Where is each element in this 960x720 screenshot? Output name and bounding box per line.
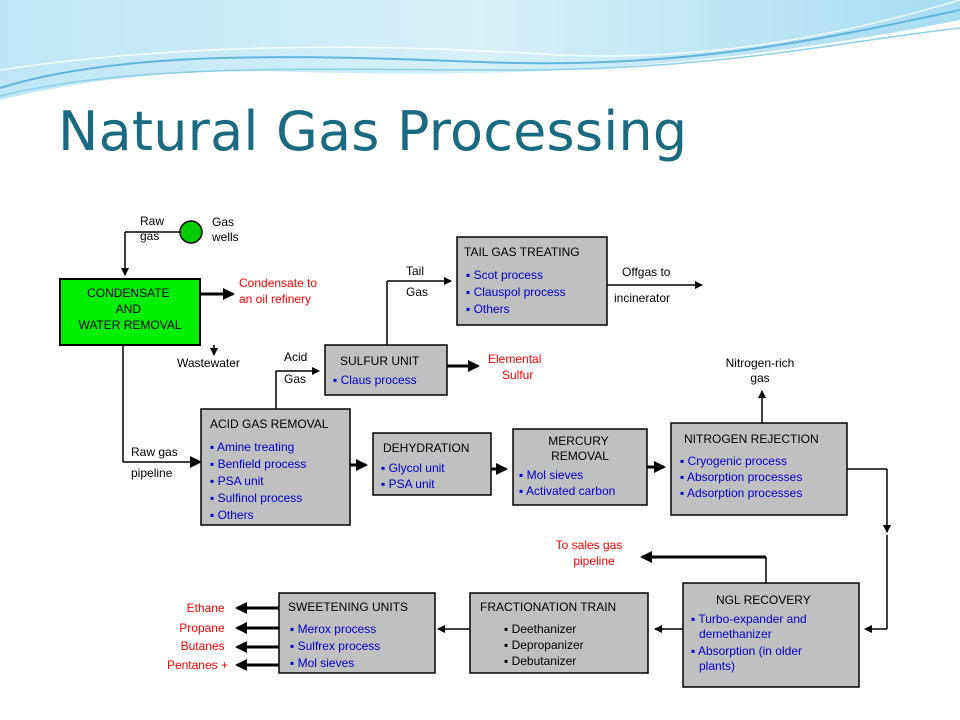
condensate-water-removal-box: CONDENSATE AND WATER REMOVAL bbox=[59, 278, 201, 346]
ngl-recovery-title: NGL RECOVERY bbox=[716, 593, 811, 607]
sweetening-units-title: SWEETENING UNITS bbox=[288, 600, 408, 614]
sweetening-units-items: ▪ Merox process ▪ Sulfrex process ▪ Mol … bbox=[290, 622, 384, 670]
mercury-removal-items: ▪ Mol sieves ▪ Activated carbon bbox=[519, 468, 615, 498]
slide-title: Natural Gas Processing bbox=[58, 100, 688, 163]
ngl-recovery-items: ▪ Turbo-expander and demethanizer ▪ Abso… bbox=[691, 612, 810, 673]
fractionation-train-box: FRACTIONATION TRAIN ▪ Deethanizer ▪ Depr… bbox=[469, 592, 649, 674]
tail-gas-treating-title: TAIL GAS TREATING bbox=[464, 245, 580, 259]
nitrogen-rejection-title: NITROGEN REJECTION bbox=[684, 432, 819, 446]
tail-gas-treating-box: TAIL GAS TREATING ▪ Scot process ▪ Claus… bbox=[456, 236, 608, 326]
nitrogen-rejection-items: ▪ Cryogenic process ▪ Absorption process… bbox=[680, 454, 806, 500]
sulfur-unit-box: SULFUR UNIT ▪ Claus process bbox=[324, 344, 448, 396]
mercury-removal-box: MERCURY REMOVAL ▪ Mol sieves ▪ Activated… bbox=[512, 428, 648, 506]
header-wave-decoration bbox=[0, 0, 960, 100]
product-labels: Ethane Propane Butanes Pentanes + bbox=[167, 601, 228, 672]
gas-wells-icon bbox=[179, 220, 203, 244]
acid-gas-removal-items: ▪ Amine treating ▪ Benfield process ▪ PS… bbox=[210, 440, 310, 522]
acid-gas-removal-title: ACID GAS REMOVAL bbox=[210, 417, 329, 431]
ngl-recovery-box: NGL RECOVERY ▪ Turbo-expander and demeth… bbox=[682, 582, 860, 688]
tail-gas-treating-items: ▪ Scot process ▪ Clauspol process ▪ Othe… bbox=[466, 268, 569, 316]
dehydration-title: DEHYDRATION bbox=[383, 441, 469, 455]
sulfur-unit-title: SULFUR UNIT bbox=[340, 354, 420, 368]
dehydration-box: DEHYDRATION ▪ Glycol unit ▪ PSA unit bbox=[372, 432, 492, 496]
fractionation-train-items: ▪ Deethanizer ▪ Depropanizer ▪ Debutaniz… bbox=[504, 622, 587, 668]
sweetening-units-box: SWEETENING UNITS ▪ Merox process ▪ Sulfr… bbox=[278, 592, 436, 674]
condensate-box-title: CONDENSATE AND WATER REMOVAL bbox=[78, 286, 181, 332]
wastewater-label: Wastewater bbox=[177, 356, 240, 370]
fractionation-train-title: FRACTIONATION TRAIN bbox=[480, 600, 616, 614]
sulfur-unit-items: ▪ Claus process bbox=[333, 373, 417, 387]
acid-gas-removal-box: ACID GAS REMOVAL ▪ Amine treating ▪ Benf… bbox=[200, 408, 351, 526]
dehydration-items: ▪ Glycol unit ▪ PSA unit bbox=[381, 461, 448, 491]
nitrogen-rejection-box: NITROGEN REJECTION ▪ Cryogenic process ▪… bbox=[670, 422, 848, 516]
mercury-removal-title: MERCURY REMOVAL bbox=[548, 434, 612, 463]
